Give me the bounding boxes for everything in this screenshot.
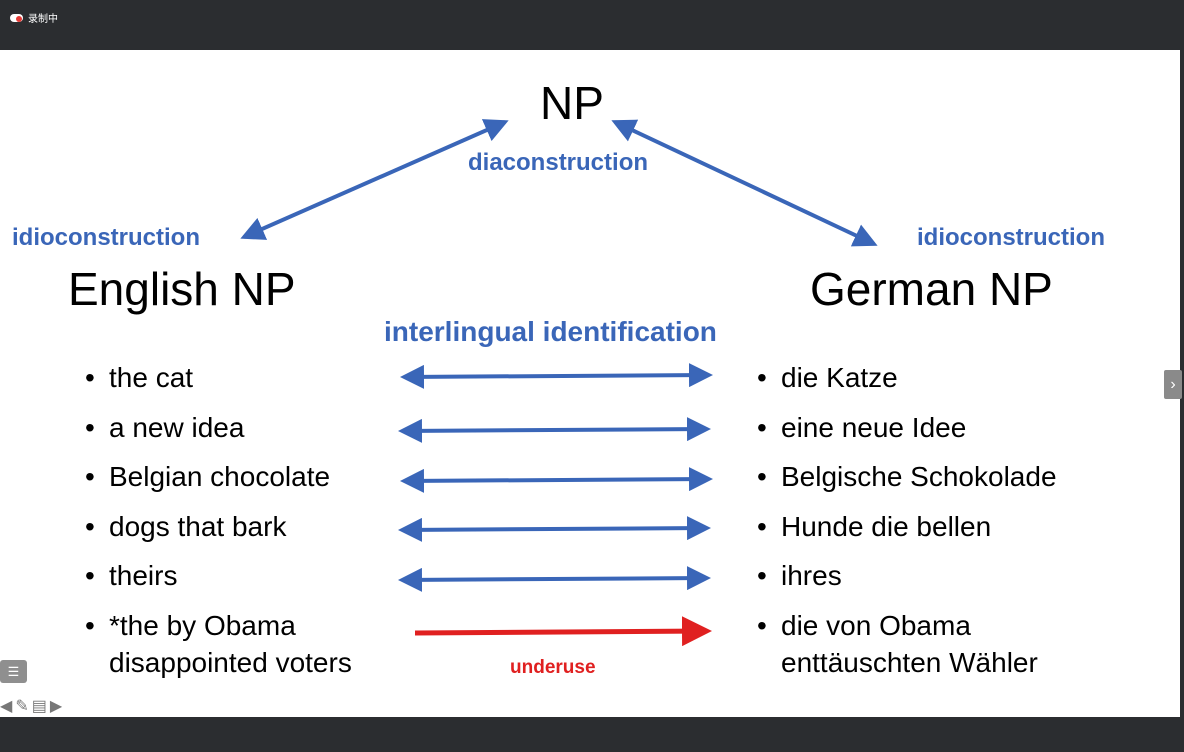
list-item-continuation: enttäuschten Wähler: [781, 647, 1038, 678]
list-item: •eine neue Idee: [757, 412, 967, 443]
idioconstruction-right-label: idioconstruction: [917, 224, 1105, 251]
list-item: •die Katze: [757, 362, 898, 393]
interlingual-arrow-1: [400, 363, 713, 389]
list-item: •dogs that bark: [85, 511, 287, 542]
list-item: •the cat: [85, 362, 194, 393]
list-item: •Belgische Schokolade: [757, 461, 1057, 492]
list-item: •a new idea: [85, 412, 245, 443]
arrow-right-icon[interactable]: ▶: [49, 698, 63, 715]
next-slide-button[interactable]: ›: [1164, 370, 1182, 399]
recording-bar: 录制中: [0, 0, 1184, 50]
list-icon: ☰: [7, 664, 20, 679]
interlingual-arrow-2: [398, 417, 711, 443]
slide: NP diaconstruction idioconstruction idio…: [0, 50, 1180, 717]
list-item: •Belgian chocolate: [85, 461, 331, 492]
chevron-right-icon: ›: [1170, 376, 1176, 393]
record-cloud-icon: [10, 13, 24, 23]
pen-icon[interactable]: ✎: [15, 698, 29, 715]
list-item-continuation: disappointed voters: [109, 647, 352, 678]
diaconstruction-arrow-left: [240, 119, 509, 240]
list-item: •*the by Obama: [85, 610, 296, 641]
underuse-arrow: [414, 616, 712, 647]
interlingual-identification-label: interlingual identification: [384, 316, 717, 347]
recording-indicator[interactable]: 录制中: [10, 10, 58, 25]
slides-icon[interactable]: ▤: [31, 698, 47, 715]
arrows-layer: [240, 119, 878, 647]
idioconstruction-left-label: idioconstruction: [12, 224, 200, 251]
arrow-left-icon[interactable]: ◀: [0, 698, 13, 715]
list-item: •theirs: [85, 560, 178, 591]
english-np-heading: English NP: [68, 263, 296, 315]
interlingual-arrow-3: [400, 467, 713, 493]
slide-nav-toolbar: ◀ ✎ ▤ ▶: [0, 699, 62, 715]
underuse-label: underuse: [510, 657, 596, 678]
np-title: NP: [540, 77, 604, 129]
list-item: •ihres: [757, 560, 842, 591]
diaconstruction-label: diaconstruction: [468, 149, 649, 176]
slide-menu-button[interactable]: ☰: [0, 660, 27, 683]
german-np-heading: German NP: [810, 263, 1053, 315]
interlingual-arrow-4: [398, 516, 711, 542]
list-item: •die von Obama: [757, 610, 971, 641]
interlingual-arrow-5: [398, 566, 711, 592]
recording-label: 录制中: [28, 14, 58, 25]
bottom-bar: [0, 717, 1184, 752]
diaconstruction-arrow-right: [611, 119, 878, 247]
right-edge: [1180, 50, 1184, 717]
list-item: •Hunde die bellen: [757, 511, 992, 542]
